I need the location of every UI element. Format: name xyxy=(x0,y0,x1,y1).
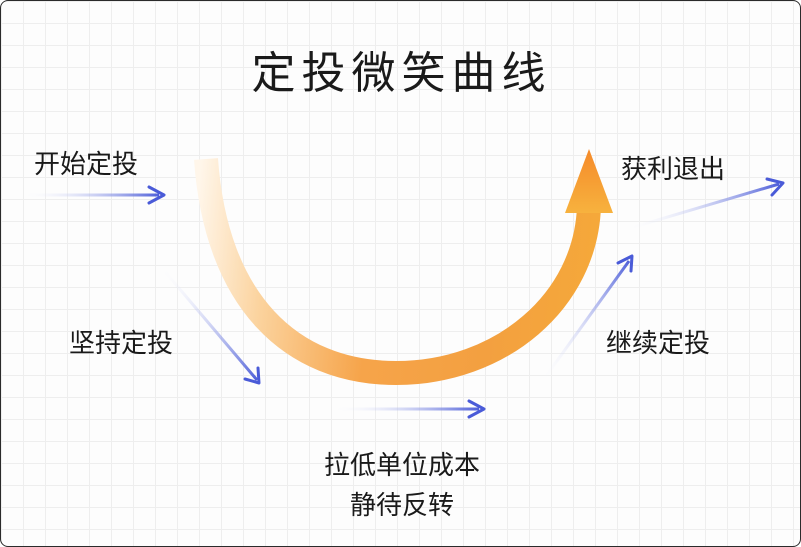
arrow-continue xyxy=(539,254,634,384)
label-lower-cost-line1: 拉低单位成本 xyxy=(323,451,480,481)
arrow-hold xyxy=(159,266,261,385)
arrow-start xyxy=(19,185,166,205)
arrow-low xyxy=(331,399,486,419)
smile-curve xyxy=(194,158,601,386)
label-start: 开始定投 xyxy=(34,150,139,180)
label-continue: 继续定投 xyxy=(606,329,711,359)
label-lower-cost: 拉低单位成本 静待反转 xyxy=(297,446,507,526)
diagram-title: 定投微笑曲线 xyxy=(251,48,552,99)
curve-arrowhead xyxy=(565,149,613,213)
arrow-exit xyxy=(626,177,785,231)
label-exit: 获利退出 xyxy=(621,155,726,185)
label-lower-cost-line2: 静待反转 xyxy=(349,491,454,521)
label-hold: 坚持定投 xyxy=(69,329,174,359)
